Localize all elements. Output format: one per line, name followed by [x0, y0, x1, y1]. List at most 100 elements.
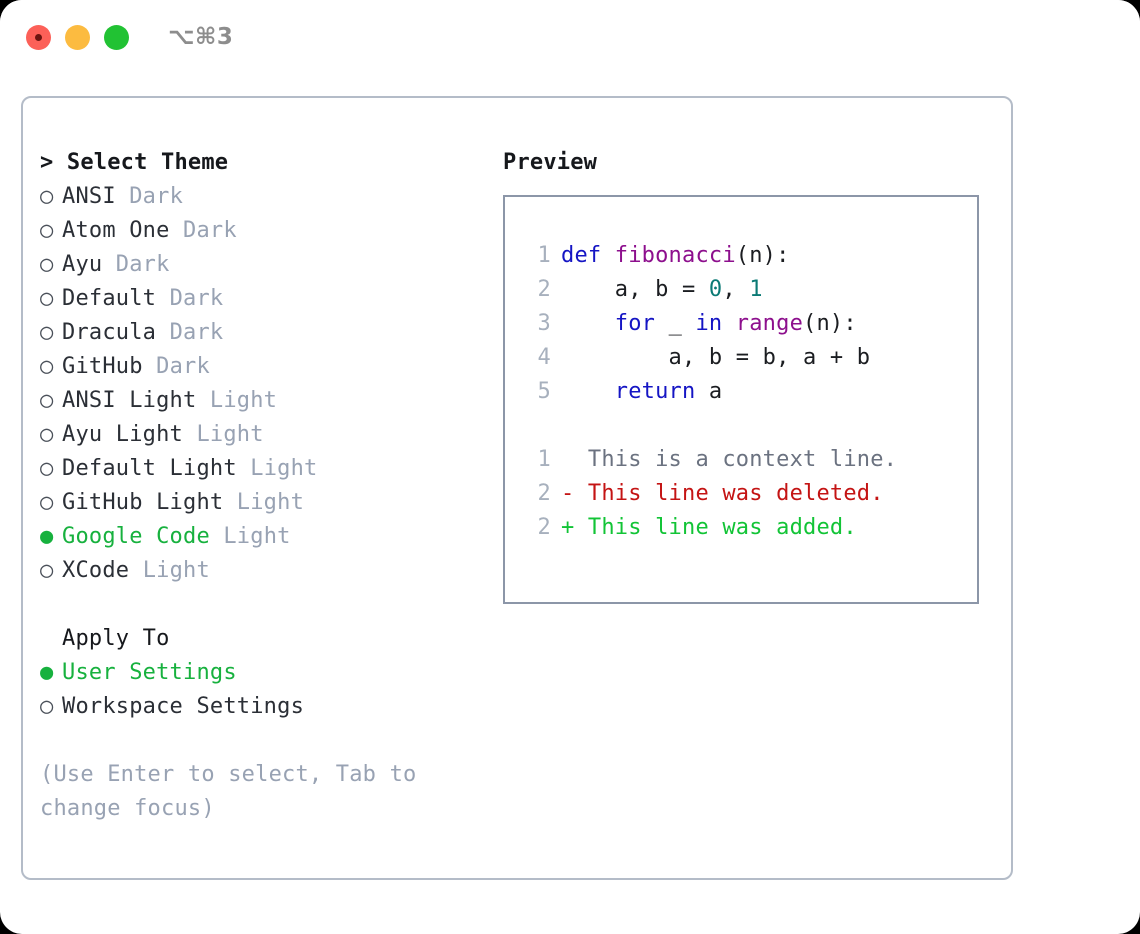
diff-line-add: 2 + This line was added.	[505, 511, 977, 545]
theme-option-label: XCode	[62, 558, 130, 583]
theme-option-kind: Light	[209, 388, 278, 413]
line-number: 2	[537, 277, 551, 302]
label-space	[183, 422, 196, 447]
theme-option-kind: Dark	[115, 252, 170, 277]
apply-to-option-label: User Settings	[62, 660, 237, 685]
theme-option-label: Google Code	[62, 524, 210, 549]
theme-option-label: Default	[62, 286, 157, 311]
title-bar: ⌥⌘3	[0, 0, 1140, 78]
diff-text: This is a context line.	[587, 447, 898, 472]
radio-unselected-icon[interactable]: ○	[40, 252, 54, 277]
line-number: 5	[537, 379, 551, 404]
theme-option[interactable]: ○ Dracula Dark	[40, 316, 480, 350]
radio-unselected-icon[interactable]: ○	[40, 456, 54, 481]
radio-unselected-icon[interactable]: ○	[40, 422, 54, 447]
diff-sign: +	[561, 515, 588, 540]
keyboard-hint: (Use Enter to select, Tab to change focu…	[40, 762, 417, 821]
code-token-plain: a, b =	[561, 277, 709, 302]
theme-option[interactable]: ○ XCode Light	[40, 554, 480, 588]
label-space	[156, 286, 169, 311]
radio-unselected-icon[interactable]: ○	[40, 388, 54, 413]
diff-line-ctx: 1 This is a context line.	[505, 443, 977, 477]
theme-option[interactable]: ○Atom One Dark	[40, 214, 480, 248]
theme-option-kind: Dark	[156, 354, 210, 379]
radio-unselected-icon[interactable]: ○	[40, 354, 54, 379]
theme-option-label: Ayu Light	[62, 422, 184, 447]
theme-option[interactable]: ○GitHub Dark	[40, 350, 480, 384]
radio-unselected-icon[interactable]: ○	[40, 490, 54, 515]
apply-to-option-label: Workspace Settings	[62, 694, 305, 719]
code-token-num: 1	[749, 277, 763, 302]
diff-sample: 1 This is a context line.2- This line wa…	[505, 443, 977, 545]
code-token-num: 0	[708, 277, 723, 302]
diff-sign	[561, 447, 588, 472]
code-line: 5 return a	[505, 375, 977, 409]
theme-option-label: Default Light	[62, 456, 237, 481]
window-controls	[26, 25, 129, 50]
theme-option-kind: Light	[223, 524, 291, 549]
line-number: 2	[537, 481, 551, 506]
theme-selector-panel: > Select Theme ○ANSI Dark○Atom One Dark○…	[21, 96, 1013, 880]
theme-option-label: GitHub Light	[62, 490, 224, 515]
theme-option[interactable]: ○ Default Dark	[40, 282, 480, 316]
theme-option[interactable]: ○ANSI Dark	[40, 180, 480, 214]
code-token-plain: ,	[722, 277, 750, 302]
theme-option[interactable]: ○ Ayu Light Light	[40, 418, 480, 452]
code-token-kw: return	[561, 379, 709, 404]
theme-option[interactable]: ○ANSI Light Light	[40, 384, 480, 418]
diff-sign: -	[561, 481, 588, 506]
code-token-plain: a	[708, 379, 723, 404]
theme-option-kind: Dark	[169, 286, 224, 311]
line-number: 2	[537, 515, 551, 540]
label-space	[129, 558, 142, 583]
theme-option-kind: Dark	[169, 320, 224, 345]
code-line: 3 for _ in range(n):	[505, 307, 977, 341]
apply-to-option[interactable]: ● User Settings	[40, 656, 480, 690]
diff-text: This line was deleted.	[587, 481, 884, 506]
theme-option-kind: Light	[196, 422, 264, 447]
theme-option-kind: Dark	[183, 218, 237, 243]
theme-option[interactable]: ○ GitHub Light Light	[40, 486, 480, 520]
radio-selected-icon[interactable]: ●	[40, 524, 54, 549]
label-space	[237, 456, 250, 481]
label-space	[143, 354, 156, 379]
radio-selected-icon[interactable]: ●	[40, 660, 54, 685]
theme-option[interactable]: ○Default Light Light	[40, 452, 480, 486]
code-token-fn: fibonacci	[614, 243, 736, 268]
theme-option-label: Dracula	[62, 320, 157, 345]
diff-text: This line was added.	[587, 515, 857, 540]
radio-unselected-icon[interactable]: ○	[40, 320, 54, 345]
radio-unselected-icon[interactable]: ○	[40, 694, 54, 719]
theme-option-kind: Light	[142, 558, 210, 583]
line-number: 1	[537, 447, 551, 472]
theme-option[interactable]: ○Ayu Dark	[40, 248, 480, 282]
label-space	[223, 490, 236, 515]
theme-list-column: > Select Theme ○ANSI Dark○Atom One Dark○…	[40, 146, 480, 826]
label-space	[156, 320, 169, 345]
radio-unselected-icon[interactable]: ○	[40, 218, 54, 243]
theme-option-kind: Light	[236, 490, 305, 515]
apply-to-option[interactable]: ○ Workspace Settings	[40, 690, 480, 724]
minimize-window-icon[interactable]	[65, 25, 90, 50]
label-space	[102, 252, 115, 277]
radio-unselected-icon[interactable]: ○	[40, 184, 54, 209]
label-space	[196, 388, 209, 413]
close-window-icon[interactable]	[26, 25, 51, 50]
radio-unselected-icon[interactable]: ○	[40, 558, 54, 583]
maximize-window-icon[interactable]	[104, 25, 129, 50]
code-token-plain: (n):	[803, 311, 857, 336]
line-number: 4	[537, 345, 551, 370]
theme-option-label: ANSI	[62, 184, 116, 209]
label-space	[210, 524, 223, 549]
code-token-kw: for	[561, 311, 669, 336]
code-token-plain: a, b = b, a + b	[561, 345, 871, 370]
preview-spacer	[505, 409, 977, 443]
label-space	[170, 218, 183, 243]
radio-unselected-icon[interactable]: ○	[40, 286, 54, 311]
theme-list-header: > Select Theme	[40, 150, 229, 175]
theme-option[interactable]: ● Google Code Light	[40, 520, 480, 554]
preview-title: Preview	[503, 150, 598, 175]
diff-line-del: 2- This line was deleted.	[505, 477, 977, 511]
